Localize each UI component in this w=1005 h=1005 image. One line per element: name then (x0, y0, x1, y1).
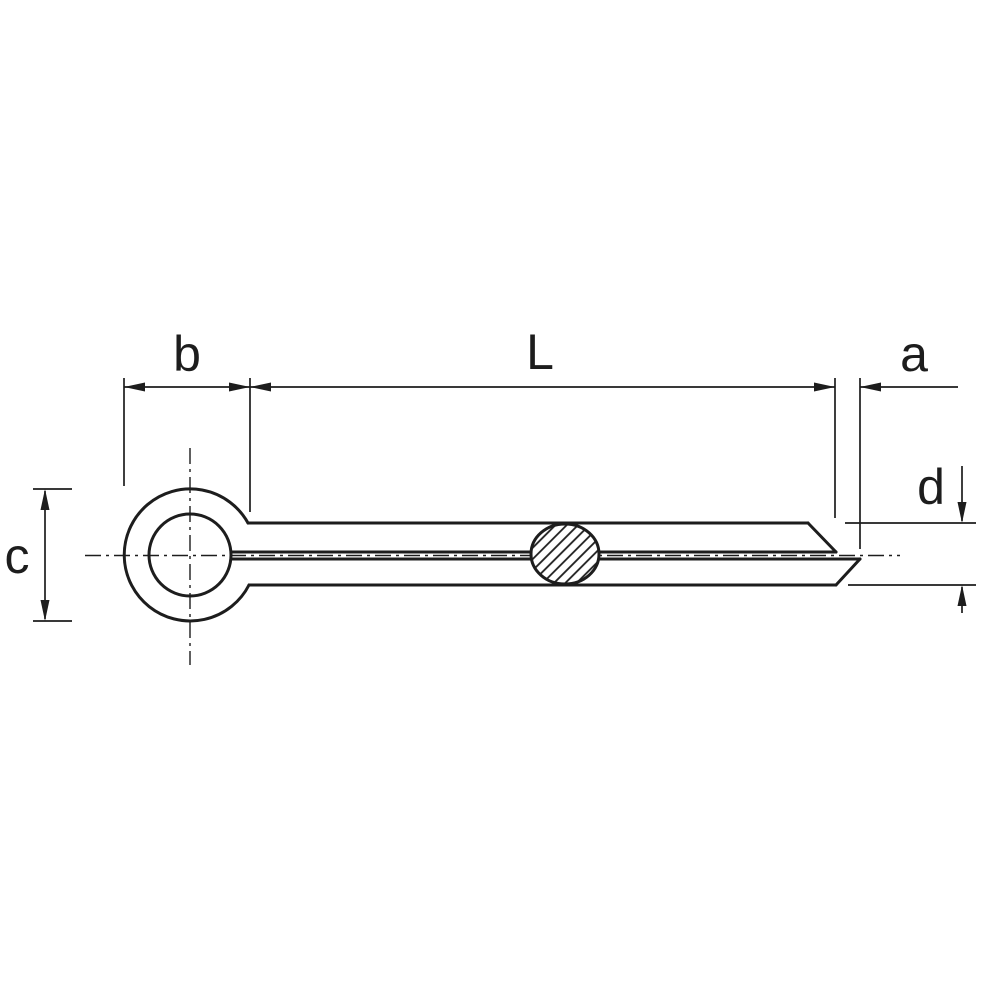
dim-b-label: b (173, 326, 201, 382)
eye-inner-circle (147, 512, 233, 598)
dim-d-label: d (917, 459, 945, 515)
cross-section-hatched (529, 522, 601, 586)
eye-outer-arc (122, 487, 251, 623)
arrowhead-d-bottom (957, 585, 967, 606)
dim-a-label: a (900, 326, 928, 382)
centerlines (85, 448, 900, 665)
arrowhead-b-left (124, 382, 145, 392)
arrowhead-d-top (957, 502, 967, 523)
arrowhead-L-left (250, 382, 271, 392)
arrowhead-b-right (229, 382, 250, 392)
dimension-labels: b L a c d (5, 324, 945, 584)
prong-top-tip-chamfer (806, 521, 838, 554)
cotter-pin-outline (122, 487, 862, 623)
prong-bottom-tip-chamfer (834, 557, 862, 587)
arrowhead-L-right (814, 382, 835, 392)
arrowhead-c-top (40, 489, 50, 510)
arrowhead-a-left (860, 382, 881, 392)
dim-L-label: L (526, 324, 554, 380)
arrowhead-c-bottom (40, 600, 50, 621)
dimension-arrowheads (40, 382, 967, 621)
dim-c-label: c (5, 528, 30, 584)
